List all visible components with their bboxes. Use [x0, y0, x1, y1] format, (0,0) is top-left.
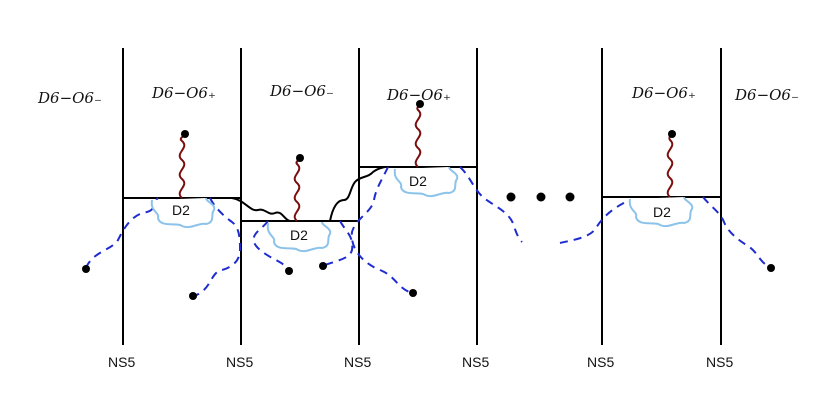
region-label-4: D6−O6₊: [386, 86, 451, 104]
region-label-5: D6−O6₊: [631, 84, 696, 102]
dashed-curve-2: [193, 197, 242, 297]
ellipsis-dot-3: [565, 192, 575, 202]
string-3: [414, 103, 422, 168]
dashed-curve-8: [702, 196, 772, 268]
endpoint-dot-6: [767, 264, 775, 272]
string-1: [178, 133, 186, 199]
d2-label-2: D2: [290, 227, 308, 243]
ns5-label-1: NS5: [108, 354, 135, 370]
string-end-dot-3: [416, 100, 424, 108]
ns5-label-3: NS5: [344, 354, 371, 370]
connector-2: [329, 166, 386, 222]
string-end-dot-4: [668, 130, 676, 138]
endpoint-dot-2: [189, 292, 197, 300]
ns5-label-6: NS5: [706, 354, 733, 370]
endpoint-dot-5: [409, 289, 417, 297]
ellipsis-dot-2: [536, 192, 546, 202]
ns5-label-4: NS5: [462, 354, 489, 370]
string-4: [666, 133, 674, 198]
dashed-curve-7: [559, 199, 631, 244]
endpoint-dot-1: [82, 265, 90, 273]
string-2: [293, 157, 301, 222]
d2-label-1: D2: [172, 202, 190, 218]
string-end-dot-2: [296, 154, 304, 162]
d2-blob-4: [628, 196, 694, 228]
region-label-3: D6−O6₋: [269, 82, 334, 100]
dashed-curve-6: [459, 166, 523, 243]
endpoint-dot-3: [285, 267, 293, 275]
ns5-label-2: NS5: [226, 354, 253, 370]
d2-blob-3: [393, 166, 459, 198]
region-label-6: D6−O6₋: [734, 86, 799, 104]
endpoint-dot-4: [319, 262, 327, 270]
connector-1: [231, 197, 291, 222]
d2-label-3: D2: [409, 173, 427, 189]
region-label-2: D6−O6₊: [151, 84, 216, 102]
dashed-curve-5: [350, 166, 414, 294]
region-label-1: D6−O6₋: [37, 89, 102, 107]
d2-label-4: D2: [653, 204, 671, 220]
string-end-dot-1: [181, 130, 189, 138]
ellipsis-dot-1: [506, 192, 516, 202]
ns5-label-5: NS5: [587, 354, 614, 370]
d2-blob-2: [266, 221, 332, 253]
d2-blob-1: [150, 197, 216, 229]
dashed-curve-4: [322, 220, 354, 267]
